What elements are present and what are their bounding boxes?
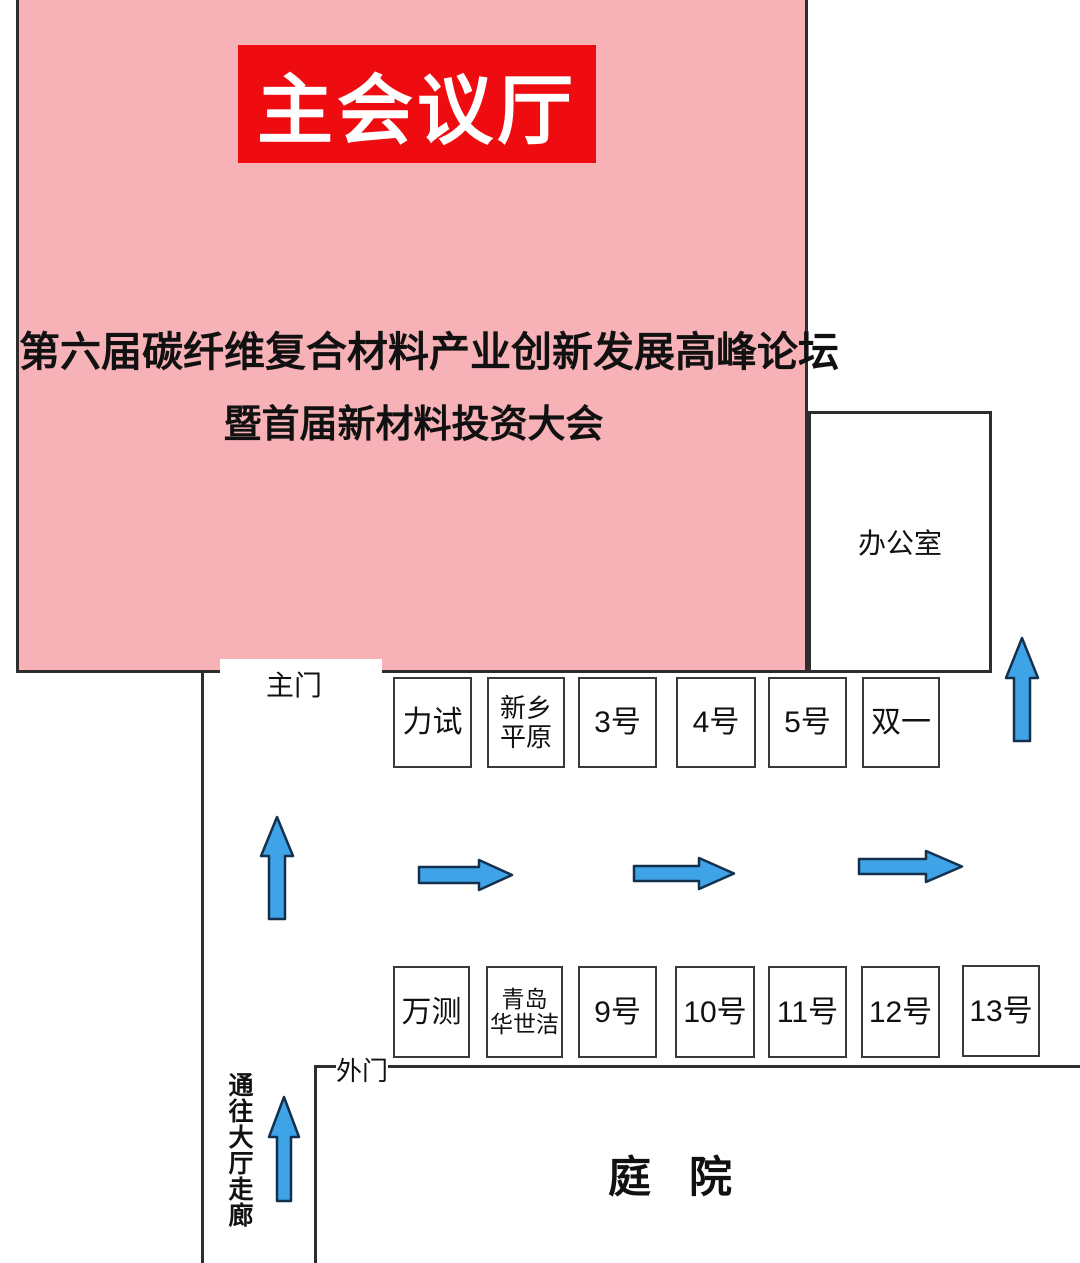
booth-4: 4号	[676, 677, 756, 768]
right-arrow-icon	[417, 858, 514, 892]
booth-label: 4号	[692, 706, 740, 739]
booth-label: 13号	[969, 994, 1033, 1028]
left-wall	[201, 673, 204, 1263]
booth-3: 3号	[578, 677, 657, 768]
booth-label: 3号	[594, 706, 641, 739]
booth-label: 万测	[401, 995, 462, 1029]
outer-door-label: 外门	[336, 1056, 389, 1086]
outer-wall-segment-right	[388, 1065, 1080, 1068]
booth-label: 9号	[594, 995, 641, 1029]
booth-5: 5号	[768, 677, 847, 768]
booth-lishi: 力试	[393, 677, 472, 768]
main-hall-banner: 主会议厅	[238, 45, 596, 163]
booth-label: 10号	[683, 995, 747, 1029]
outer-wall-vertical	[314, 1065, 317, 1263]
booth-shuangyi: 双一	[862, 677, 940, 768]
event-title-line1: 第六届碳纤维复合材料产业创新发展高峰论坛	[19, 329, 839, 375]
event-title-line2: 暨首届新材料投资大会	[223, 404, 604, 446]
booth-13: 13号	[962, 965, 1040, 1057]
booth-qingdao-huashijie: 青岛 华世洁	[486, 966, 563, 1058]
corridor-label: 通往大厅走廊	[225, 1072, 253, 1228]
right-arrow-icon	[632, 856, 736, 891]
booth-label: 11号	[776, 995, 839, 1029]
booth-12: 12号	[861, 966, 940, 1058]
main-door-label: 主门	[266, 670, 323, 701]
right-arrow-icon	[857, 849, 964, 884]
courtyard-label: 庭 院	[608, 1154, 732, 1202]
booth-9: 9号	[578, 966, 657, 1058]
booth-label-line1: 新乡	[499, 692, 552, 723]
booth-label: 5号	[784, 706, 831, 739]
booth-label: 12号	[868, 995, 933, 1029]
main-hall-banner-label: 主会议厅	[257, 69, 577, 154]
booth-10: 10号	[675, 966, 755, 1058]
booth-xinxiang-pingyuan: 新乡 平原	[487, 677, 565, 768]
booth-label-line2: 华世洁	[490, 1011, 559, 1037]
outer-wall-segment-left	[314, 1065, 336, 1068]
booth-label-line1: 青岛	[501, 985, 548, 1012]
main-door-gap	[220, 659, 382, 676]
booth-wance: 万测	[393, 966, 470, 1058]
main-hall-area: 主会议厅 第六届碳纤维复合材料产业创新发展高峰论坛 暨首届新材料投资大会	[16, 0, 839, 673]
booth-label: 双一	[871, 706, 931, 739]
office-room-label: 办公室	[857, 528, 942, 559]
up-arrow-icon	[267, 1095, 301, 1203]
booth-11: 11号	[768, 966, 847, 1058]
up-arrow-icon	[1004, 636, 1040, 743]
office-room: 办公室	[808, 411, 992, 673]
booth-label: 力试	[402, 706, 463, 739]
up-arrow-icon	[259, 815, 295, 921]
booth-label-line2: 平原	[499, 721, 552, 752]
